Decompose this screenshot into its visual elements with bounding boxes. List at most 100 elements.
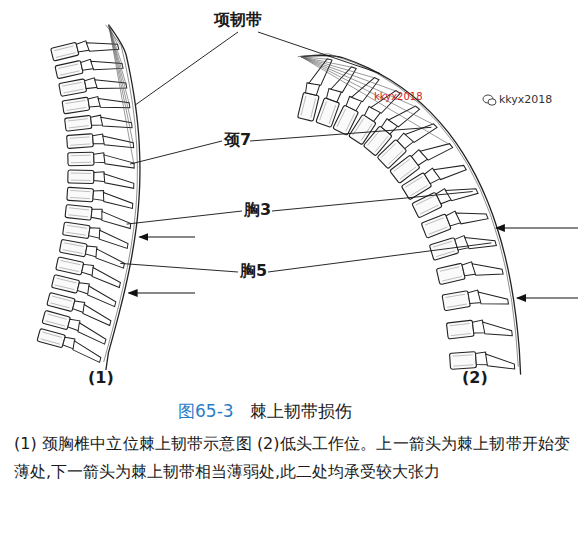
vertebral-body bbox=[68, 152, 94, 166]
body-shading bbox=[67, 225, 87, 228]
spine-flexed bbox=[298, 54, 521, 375]
part-label: 胸3 bbox=[244, 200, 271, 221]
spinous-process bbox=[478, 287, 508, 308]
spinous-process bbox=[104, 154, 134, 169]
spinous-process bbox=[85, 286, 117, 307]
vertebral-body bbox=[298, 92, 320, 121]
vertebral-body bbox=[65, 115, 92, 131]
spinous-process bbox=[483, 319, 513, 339]
body-shading bbox=[65, 100, 85, 103]
part-label: 颈7 bbox=[224, 130, 251, 151]
body-shading bbox=[447, 304, 467, 307]
body-shading bbox=[41, 339, 60, 344]
vertebral-body bbox=[450, 352, 477, 370]
body-shading bbox=[57, 278, 76, 283]
body-shading bbox=[67, 107, 87, 110]
vertebral-body bbox=[63, 222, 91, 239]
body-shading bbox=[433, 241, 452, 247]
body-shading bbox=[436, 251, 455, 257]
spinous-process bbox=[94, 249, 126, 268]
body-shading bbox=[71, 155, 91, 157]
vertebral-body bbox=[59, 79, 87, 97]
figure-title: 棘上韧带损伤 bbox=[250, 400, 352, 423]
body-shading bbox=[425, 218, 444, 225]
leader-line bbox=[120, 263, 238, 272]
body-shading bbox=[301, 96, 306, 115]
body-shading bbox=[70, 144, 90, 145]
vertebral-body bbox=[51, 275, 79, 294]
vertebra bbox=[36, 328, 104, 362]
body-shading bbox=[329, 105, 336, 124]
tension-arrow bbox=[139, 236, 195, 237]
body-shading bbox=[59, 267, 79, 271]
vertebra bbox=[68, 151, 134, 170]
body-shading bbox=[416, 196, 434, 205]
spinous-process bbox=[81, 304, 114, 325]
tension-arrow bbox=[517, 297, 578, 298]
body-shading bbox=[453, 365, 473, 366]
body-shading bbox=[337, 109, 346, 127]
nuchal-ligament-fiber bbox=[301, 57, 398, 92]
body-shading bbox=[400, 167, 416, 179]
spine-neutral bbox=[36, 25, 140, 370]
nuchal-ligament-fiber bbox=[301, 57, 377, 79]
body-shading bbox=[420, 205, 438, 214]
body-shading bbox=[411, 185, 428, 195]
panel-number: (1) bbox=[88, 368, 114, 387]
spinous-process bbox=[486, 352, 515, 371]
spinous-process bbox=[445, 178, 478, 206]
vertebral-body bbox=[446, 320, 474, 339]
body-shading bbox=[55, 285, 74, 290]
body-shading bbox=[69, 126, 89, 128]
vertebral-body bbox=[436, 263, 465, 284]
spinous-process bbox=[98, 230, 130, 248]
body-shading bbox=[320, 101, 327, 120]
vertebral-body bbox=[47, 292, 75, 311]
body-shading bbox=[450, 323, 470, 325]
spinous-process bbox=[104, 174, 134, 189]
nuchal-ligament-fiber bbox=[109, 25, 134, 145]
spinous-process bbox=[95, 74, 127, 93]
vertebral-body bbox=[51, 42, 79, 61]
body-shading bbox=[52, 296, 71, 301]
leader-line bbox=[258, 32, 380, 73]
vertebral-body bbox=[62, 97, 90, 114]
body-shading bbox=[43, 332, 62, 337]
leader-line bbox=[250, 127, 431, 141]
spinous-process bbox=[76, 323, 109, 344]
vertebra bbox=[67, 131, 134, 153]
body-shading bbox=[71, 162, 91, 164]
body-shading bbox=[70, 137, 90, 138]
ligament-fiber bbox=[104, 25, 138, 362]
vertebral-body bbox=[59, 239, 87, 257]
vertebral-body bbox=[37, 328, 66, 347]
body-shading bbox=[63, 250, 83, 254]
spinous-process bbox=[472, 257, 503, 280]
body-shading bbox=[62, 82, 82, 86]
nuchal-ligament-fiber bbox=[301, 57, 451, 146]
spinous-process bbox=[456, 203, 488, 229]
vertebra bbox=[421, 200, 488, 242]
body-shading bbox=[56, 53, 75, 58]
part-label: 胸5 bbox=[240, 261, 267, 282]
leader-line bbox=[127, 211, 242, 224]
tension-arrow bbox=[496, 227, 578, 228]
wechat-icon bbox=[483, 95, 496, 105]
body-shading bbox=[64, 89, 84, 93]
vertebra bbox=[68, 170, 134, 188]
body-shading bbox=[70, 197, 90, 198]
body-shading bbox=[61, 260, 81, 264]
body-shading bbox=[59, 64, 79, 68]
body-shading bbox=[68, 119, 88, 121]
body-shading bbox=[54, 46, 73, 51]
vertebral-body bbox=[67, 134, 94, 149]
body-shading bbox=[440, 267, 459, 272]
vertebra bbox=[446, 316, 512, 343]
body-shading bbox=[66, 232, 86, 235]
vertebra bbox=[62, 91, 130, 118]
watermark: kkyx2018 bbox=[499, 93, 552, 106]
body-shading bbox=[405, 177, 422, 187]
body-shading bbox=[64, 243, 84, 247]
